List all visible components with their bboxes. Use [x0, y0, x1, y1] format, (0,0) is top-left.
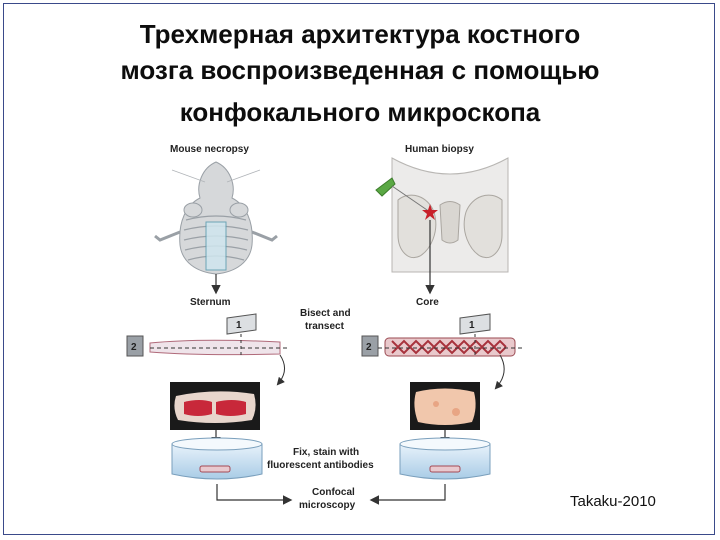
core-cutting-step: 2 1 [361, 313, 525, 390]
human-pelvis-illustration [375, 157, 509, 273]
core-label: Core [416, 297, 439, 308]
cut-2-left: 2 [131, 342, 137, 353]
fix-stain-label-line-2: fluorescent antibodies [267, 460, 374, 471]
title-line-3: конфокального микроскопа [179, 97, 541, 127]
sternum-tissue-photo [170, 382, 260, 430]
slide-frame [3, 3, 715, 535]
left-petri-dish [171, 437, 263, 480]
title-line-1: Трехмерная архитектура костного [139, 19, 581, 49]
sternum-label: Sternum [190, 297, 231, 308]
cut-1-left: 1 [236, 320, 242, 331]
bisect-label-line-2: transect [305, 321, 345, 332]
mouse-necropsy-label: Mouse necropsy [170, 144, 249, 155]
slide-title: Трехмерная архитектура костного мозга во… [40, 16, 680, 130]
cut-1-right: 1 [469, 320, 475, 331]
right-petri-dish [399, 437, 491, 480]
core-tissue-photo [410, 382, 480, 430]
mouse-illustration [154, 161, 278, 275]
fix-stain-label-line-1: Fix, stain with [293, 447, 359, 458]
confocal-label-line-2: microscopy [299, 500, 356, 511]
sternum-cutting-step: 2 1 [126, 313, 290, 386]
bisect-label-line-1: Bisect and [300, 308, 351, 319]
confocal-label-line-1: Confocal [312, 487, 355, 498]
credit-text: Takaku-2010 [570, 493, 656, 510]
cut-2-right: 2 [366, 342, 372, 353]
human-biopsy-label: Human biopsy [405, 144, 474, 155]
title-line-2: мозга воспроизведенная с помощью [120, 55, 600, 85]
